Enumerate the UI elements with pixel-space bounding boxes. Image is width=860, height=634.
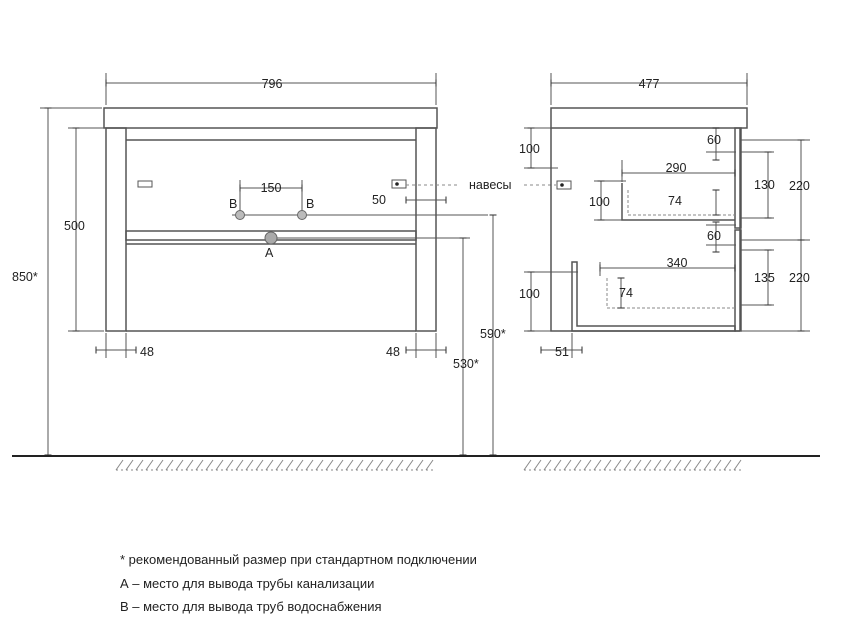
footnote-recommended: * рекомендованный размер при стандартном… <box>120 552 477 567</box>
dim-pipe-spacing: 150 <box>261 181 282 195</box>
footnote-drain: А – место для вывода трубы канализации <box>120 576 375 591</box>
front-hinge-left <box>137 180 153 188</box>
dim-drawer-gap-2: 60 <box>707 229 721 243</box>
drain-pipe-icon <box>264 231 278 245</box>
footnote-supply: В – место для вывода труб водоснабжения <box>120 599 382 614</box>
dim-leg-right: 48 <box>386 345 400 359</box>
dim-drawer1-section: 220 <box>789 179 810 193</box>
dim-hinge-offset: 50 <box>372 193 386 207</box>
dim-drawer2-section: 220 <box>789 271 810 285</box>
dim-front-width: 796 <box>262 77 283 91</box>
dim-supply-height: 590* <box>480 327 506 341</box>
front-hinge-right <box>391 179 407 189</box>
label-b-right: B <box>306 197 314 211</box>
side-drawer-front-1 <box>734 127 742 229</box>
label-a: A <box>265 246 274 260</box>
dim-drawer-gap-1: 60 <box>707 133 721 147</box>
dim-drawer2-left: 100 <box>519 287 540 301</box>
supply-pipe-left-icon <box>235 210 245 220</box>
dim-drawer2-inner: 74 <box>619 286 633 300</box>
dim-drawer2-width: 340 <box>667 256 688 270</box>
dim-leg-offset: 51 <box>555 345 569 359</box>
front-view <box>103 107 438 332</box>
front-right-leg <box>415 127 437 332</box>
side-countertop <box>550 107 748 129</box>
side-view <box>550 107 748 332</box>
side-drawer-2-panel <box>571 261 736 332</box>
dim-top-gap: 100 <box>519 142 540 156</box>
dim-total-height: 850* <box>12 270 38 284</box>
side-drawer-front-2 <box>734 229 742 332</box>
dim-leg-left: 48 <box>140 345 154 359</box>
dim-drain-height: 530* <box>453 357 479 371</box>
dim-drawer1-width: 290 <box>666 161 687 175</box>
dim-drawer1-box: 100 <box>589 195 610 209</box>
dim-drawer2-front: 135 <box>754 271 775 285</box>
front-left-leg <box>105 127 127 332</box>
dim-front-height: 500 <box>64 219 85 233</box>
side-hinge <box>556 180 572 190</box>
supply-pipe-right-icon <box>297 210 307 220</box>
hinges-label: навесы <box>469 178 512 192</box>
front-countertop <box>103 107 438 129</box>
dim-side-depth: 477 <box>639 77 660 91</box>
dim-drawer1-inner: 74 <box>668 194 682 208</box>
label-b-left: B <box>229 197 237 211</box>
dim-drawer1-front: 130 <box>754 178 775 192</box>
floor-hatch-left <box>115 459 434 471</box>
floor-hatch-right <box>523 459 742 471</box>
